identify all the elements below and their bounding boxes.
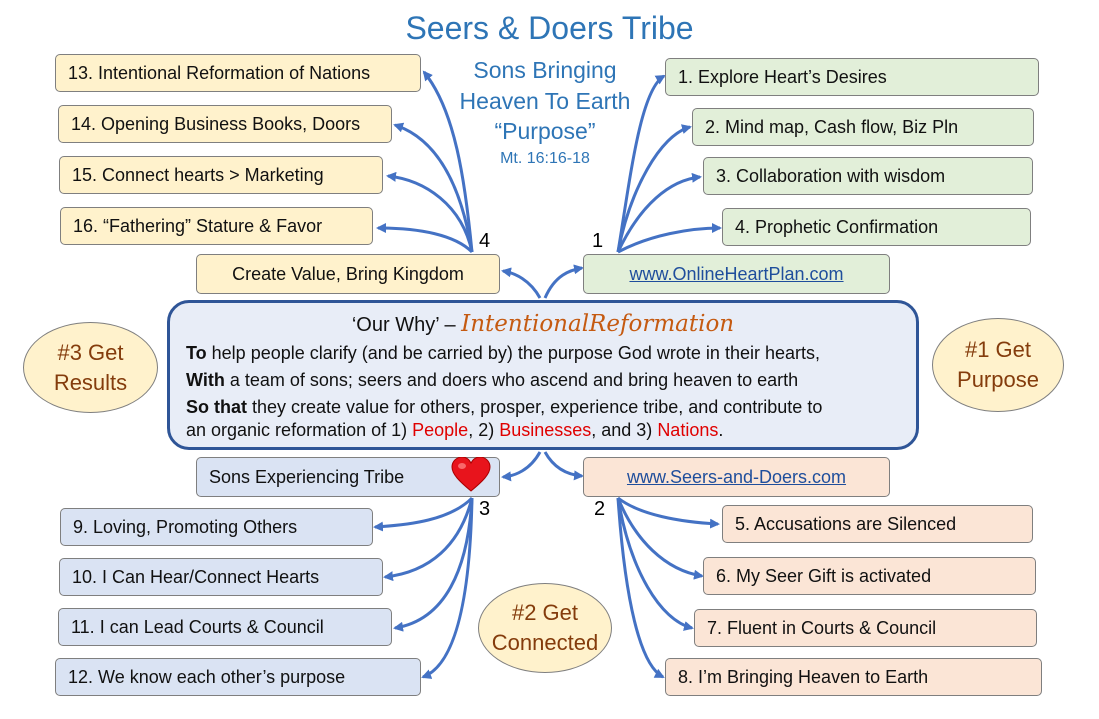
step-16-box: 16. “Fathering” Stature & Favor [60,207,373,245]
why-line-reformation: an organic reformation of 1) People, 2) … [186,420,724,440]
goal-get-purpose: #1 Get Purpose [932,318,1064,412]
hub-3-number: 3 [479,498,491,520]
goal-get-connected: #2 Get Connected [478,583,612,673]
hub-1-number: 1 [592,230,604,252]
step-14-box: 14. Opening Business Books, Doors [58,105,392,143]
our-why-prefix: ‘Our Why’ – [351,314,456,336]
businesses-word: Businesses [499,420,592,440]
seers-and-doers-link-text[interactable]: www.Seers-and-Doers.com [626,466,847,487]
step-2-box: 2. Mind map, Cash flow, Biz Pln [692,108,1034,146]
step-13-box: 13. Intentional Reformation of Nations [55,54,421,92]
our-why-box: ‘Our Why’ – IntentionalReformation To he… [167,300,919,450]
step-3-box: 3. Collaboration with wisdom [703,157,1033,195]
hub-seers-and-doers-link[interactable]: www.Seers-and-Doers.com [583,457,890,497]
subtitle-line-3: “Purpose” [494,118,596,144]
step-11-box: 11. I can Lead Courts & Council [58,608,392,646]
step-1-box: 1. Explore Heart’s Desires [665,58,1039,96]
hub-sons-experiencing-tribe-box: Sons Experiencing Tribe [196,457,500,497]
why-line-so-that: So that they create value for others, pr… [186,397,823,417]
hub-2-number: 2 [594,498,606,520]
goal-get-results: #3 Get Results [23,322,158,413]
subtitle-line-1: Sons Bringing [473,57,617,83]
online-heart-plan-link-text[interactable]: www.OnlineHeartPlan.com [629,263,844,284]
step-10-box: 10. I Can Hear/Connect Hearts [59,558,383,596]
scripture-reference: Mt. 16:16-18 [500,150,590,167]
step-12-box: 12. We know each other’s purpose [55,658,421,696]
hub-create-value-box: Create Value, Bring Kingdom [196,254,500,294]
step-9-box: 9. Loving, Promoting Others [60,508,373,546]
step-6-box: 6. My Seer Gift is activated [703,557,1036,595]
why-line-to: To help people clarify (and be carried b… [186,343,820,363]
step-15-box: 15. Connect hearts > Marketing [59,156,383,194]
step-4-box: 4. Prophetic Confirmation [722,208,1031,246]
why-line-with: With a team of sons; seers and doers who… [186,370,799,390]
people-word: People [412,420,469,440]
page-title: Seers & Doers Tribe [405,10,694,46]
hub-online-heart-plan-link[interactable]: www.OnlineHeartPlan.com [583,254,890,294]
step-8-box: 8. I’m Bringing Heaven to Earth [665,658,1042,696]
intentional-reformation-word: IntentionalReformation [461,311,735,337]
heart-icon [451,457,491,492]
step-7-box: 7. Fluent in Courts & Council [694,609,1037,647]
hub-4-number: 4 [479,230,491,252]
subtitle-line-2: Heaven To Earth [459,88,631,114]
nations-word: Nations [657,420,719,440]
our-why-heading: ‘Our Why’ – IntentionalReformation [186,311,900,337]
step-5-box: 5. Accusations are Silenced [722,505,1033,543]
